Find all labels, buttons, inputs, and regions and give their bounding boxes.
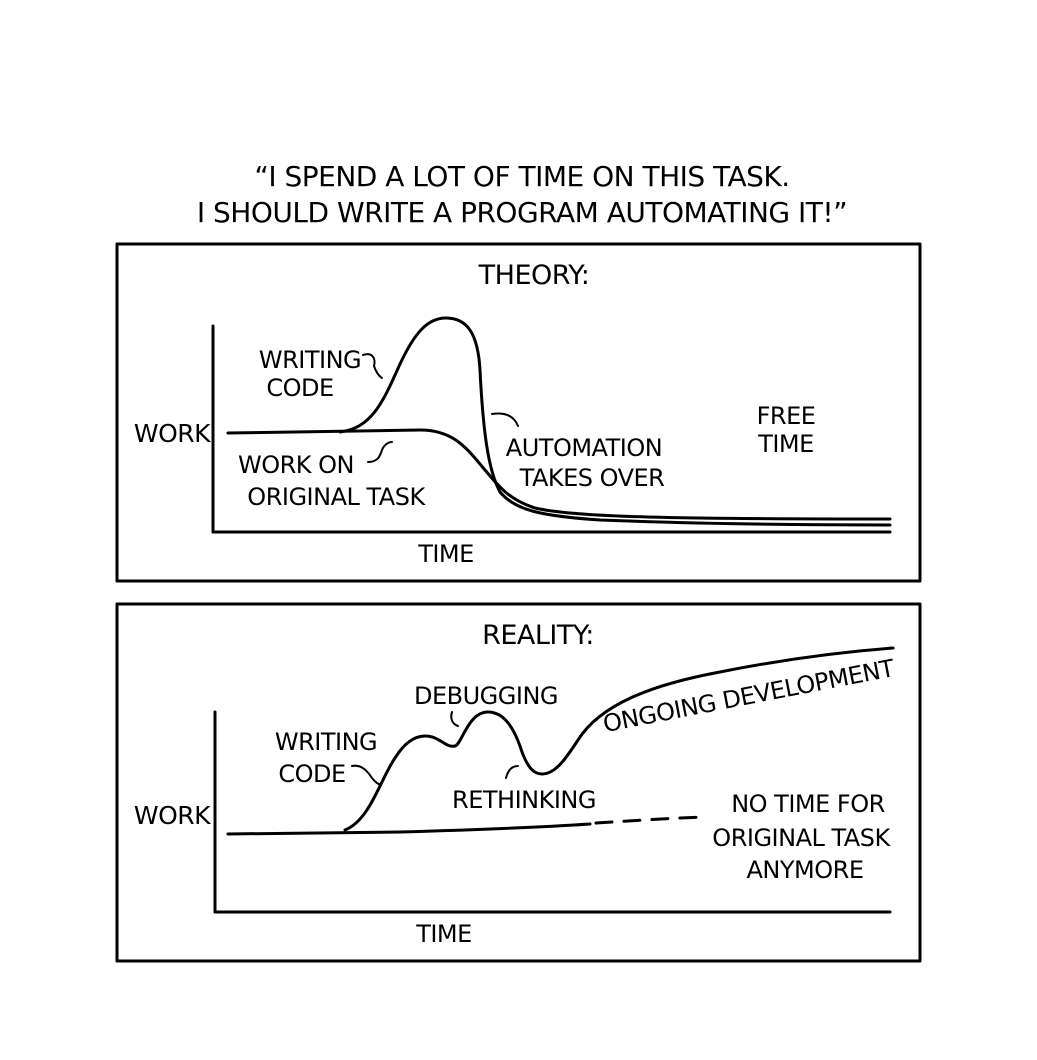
theory-label-writing-1: WRITING [259,346,361,374]
theory-panel: THEORY: WORK TIME WRITING CODE WORK ON O… [115,242,922,583]
reality-label-notime-1: NO TIME FOR [731,790,885,818]
reality-panel: REALITY: WORK TIME WRITING CODE DEBUGGIN… [115,602,922,963]
reality-label-writing-2: CODE [278,760,345,788]
theory-writing-pointer [362,353,383,379]
theory-workon-pointer [367,441,393,463]
reality-rethinking-pointer [505,765,519,779]
reality-title: REALITY: [482,620,594,651]
reality-ylabel: WORK [134,801,211,830]
reality-label-notime-3: ANYMORE [747,856,864,884]
theory-automation-pointer [491,412,519,427]
reality-panel-frame [115,602,922,963]
reality-label-writing-1: WRITING [275,728,377,756]
reality-label-notime-2: ORIGINAL TASK [712,824,891,852]
reality-original-task-dashed [594,815,708,825]
reality-development-curve [343,646,895,832]
theory-label-workon-1: WORK ON [238,451,354,479]
theory-ylabel: WORK [134,419,211,448]
theory-label-automation-1: AUTOMATION [506,434,662,462]
reality-writing-pointer [351,764,382,786]
theory-title: THEORY: [478,260,590,291]
theory-label-automation-2: TAKES OVER [519,464,665,492]
caption-line-1: “I SPEND A LOT OF TIME ON THIS TASK. [254,160,789,193]
theory-label-workon-2: ORIGINAL TASK [247,483,426,511]
caption-line-2: I SHOULD WRITE A PROGRAM AUTOMATING IT!” [197,196,847,229]
theory-xlabel: TIME [417,540,474,568]
theory-label-free-2: TIME [757,430,814,458]
reality-debugging-pointer [450,711,459,727]
theory-original-task-curve [226,428,892,521]
theory-label-free-1: FREE [757,402,816,430]
reality-label-debugging: DEBUGGING [414,682,558,710]
reality-label-rethinking: RETHINKING [452,786,596,814]
theory-label-writing-2: CODE [266,374,333,402]
theory-panel-frame [115,242,922,583]
reality-xlabel: TIME [415,920,472,948]
theory-writing-code-curve [338,316,892,527]
reality-original-task-line [226,822,592,836]
